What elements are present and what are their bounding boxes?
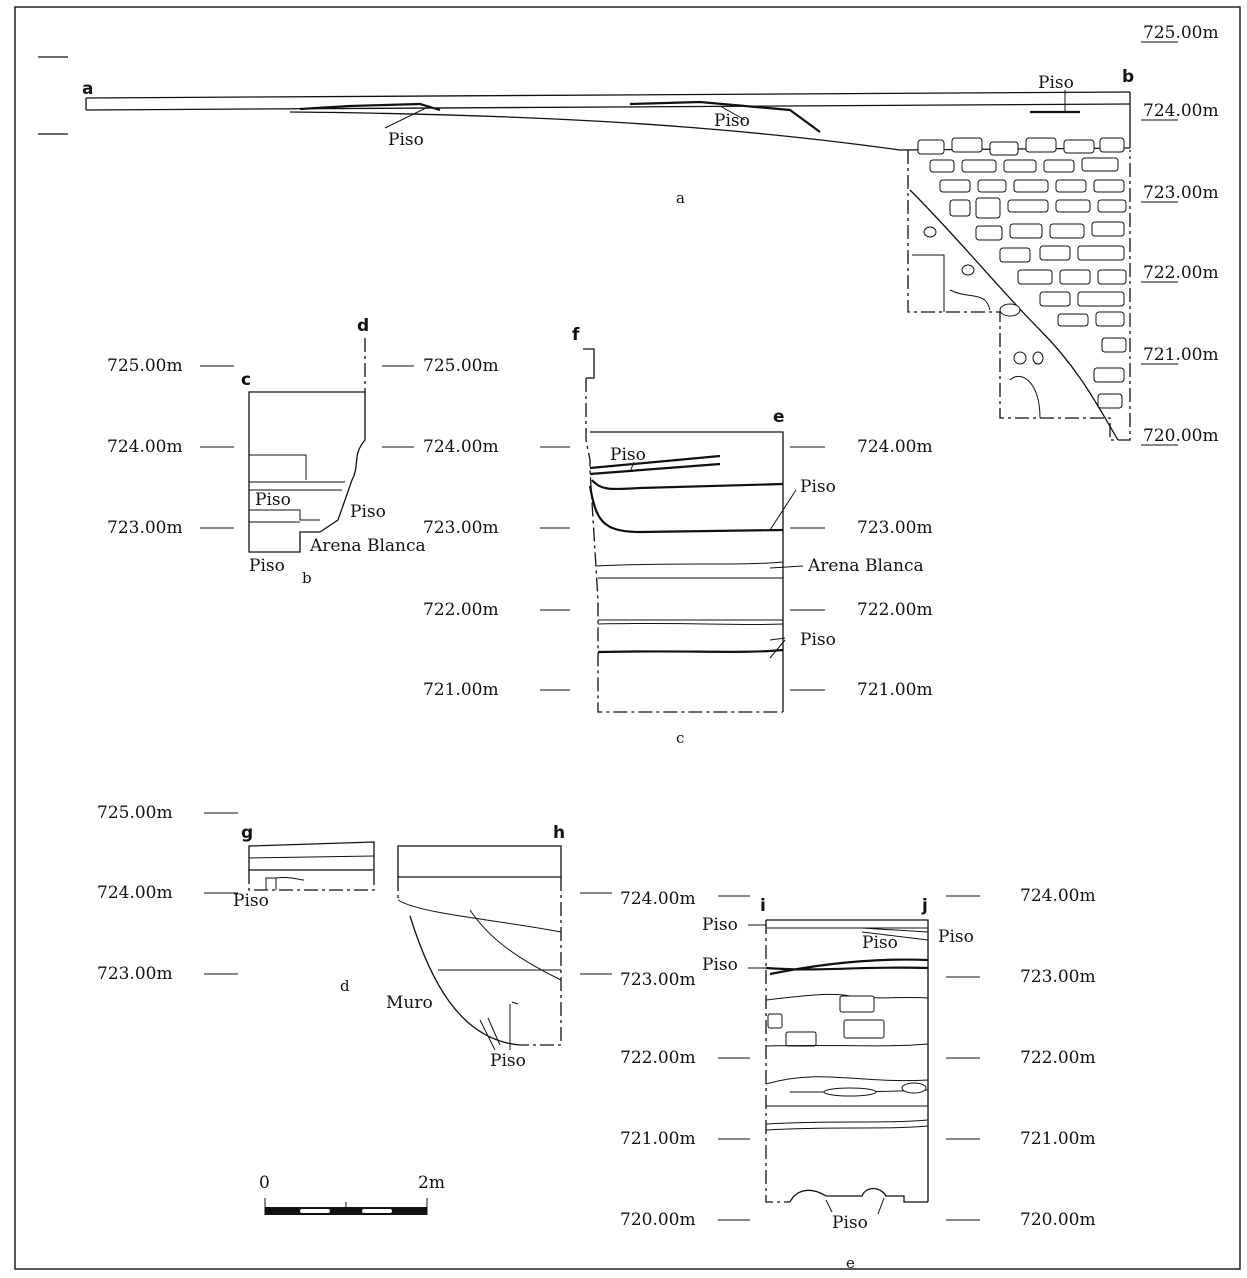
point-h: h	[553, 823, 565, 843]
panel-b: 725.00m 724.00m 723.00m 725.00m 724.00m …	[107, 316, 499, 587]
elev-a-723: 723.00m	[1143, 183, 1219, 203]
elev-e-721-left: 721.00m	[620, 1129, 696, 1149]
label-piso-a1: Piso	[388, 130, 424, 150]
point-c: c	[241, 370, 251, 390]
label-arena-blanca-c: Arena Blanca	[807, 556, 924, 576]
point-b: b	[1122, 67, 1134, 87]
elev-a-722: 722.00m	[1143, 263, 1219, 283]
label-piso-c3: Piso	[800, 630, 836, 650]
elev-c-724-right: 724.00m	[857, 437, 933, 457]
caption-b: b	[302, 569, 312, 587]
caption-a: a	[676, 189, 685, 207]
label-piso-e4: Piso	[702, 955, 738, 975]
label-piso-c1: Piso	[610, 445, 646, 465]
label-piso-e2: Piso	[938, 927, 974, 947]
wall-stones	[917, 137, 1127, 409]
panel-c: 723.00m 722.00m 721.00m 724.00m 723.00m …	[423, 325, 933, 747]
elev-e-720-right: 720.00m	[1020, 1210, 1096, 1230]
label-piso-e1: Piso	[702, 915, 738, 935]
panel-d: 725.00m 724.00m 723.00m 724.00m 723.00m …	[97, 803, 696, 1071]
caption-c: c	[676, 729, 684, 747]
elev-a-725: 725.00m	[1143, 23, 1219, 43]
elev-e-724-right: 724.00m	[1020, 886, 1096, 906]
label-piso-b1: Piso	[255, 490, 291, 510]
elev-a-721: 721.00m	[1143, 345, 1219, 365]
label-piso-e3: Piso	[862, 933, 898, 953]
point-j: j	[921, 896, 928, 916]
elev-c-722-right: 722.00m	[857, 600, 933, 620]
elev-b-724-left: 724.00m	[107, 437, 183, 457]
elev-b-724-right: 724.00m	[423, 437, 499, 457]
elev-a-724: 724.00m	[1143, 101, 1219, 121]
elev-c-723-left: 723.00m	[423, 518, 499, 538]
point-f: f	[572, 325, 580, 345]
point-a: a	[82, 79, 93, 99]
label-muro-d: Muro	[386, 993, 433, 1013]
caption-e: e	[846, 1254, 855, 1272]
elev-d-723: 723.00m	[97, 964, 173, 984]
elev-c-723-right: 723.00m	[857, 518, 933, 538]
caption-d: d	[340, 977, 350, 995]
elev-a-720: 720.00m	[1143, 426, 1219, 446]
elev-c-721-left: 721.00m	[423, 680, 499, 700]
label-piso-d2: Piso	[490, 1051, 526, 1071]
label-piso-a2: Piso	[714, 111, 750, 131]
elev-d-724: 724.00m	[97, 883, 173, 903]
figure-frame	[14, 6, 1241, 1270]
label-piso-e5: Piso	[832, 1213, 868, 1233]
label-piso-b2: Piso	[350, 502, 386, 522]
elev-e-723-right: 723.00m	[1020, 967, 1096, 987]
elev-e-722-right: 722.00m	[1020, 1048, 1096, 1068]
label-piso-c2: Piso	[800, 477, 836, 497]
elev-b-725-right: 725.00m	[423, 356, 499, 376]
point-i: i	[760, 896, 766, 916]
elev-e-720-left: 720.00m	[620, 1210, 696, 1230]
point-d: d	[357, 316, 369, 336]
label-arena-blanca-b: Arena Blanca	[309, 536, 426, 556]
elev-d-724-right: 724.00m	[620, 889, 696, 909]
elev-e-722-left: 722.00m	[620, 1048, 696, 1068]
elev-b-723-left: 723.00m	[107, 518, 183, 538]
point-g: g	[241, 823, 253, 843]
elev-e-721-right: 721.00m	[1020, 1129, 1096, 1149]
panel-e: 722.00m 721.00m 720.00m 724.00m 723.00m …	[620, 886, 1096, 1272]
scale-start-label: 0	[259, 1173, 270, 1193]
scale-bar: 0 2m	[259, 1173, 445, 1215]
panel-a: 725.00m 724.00m 723.00m 722.00m 721.00m …	[38, 23, 1219, 446]
label-piso-b3: Piso	[249, 556, 285, 576]
elev-b-725-left: 725.00m	[107, 356, 183, 376]
elev-c-722-left: 722.00m	[423, 600, 499, 620]
elev-c-721-right: 721.00m	[857, 680, 933, 700]
scale-end-label: 2m	[418, 1173, 445, 1193]
label-piso-a3: Piso	[1038, 73, 1074, 93]
elev-d-723-right: 723.00m	[620, 970, 696, 990]
elev-d-725: 725.00m	[97, 803, 173, 823]
point-e: e	[773, 407, 785, 427]
label-piso-d1: Piso	[233, 891, 269, 911]
